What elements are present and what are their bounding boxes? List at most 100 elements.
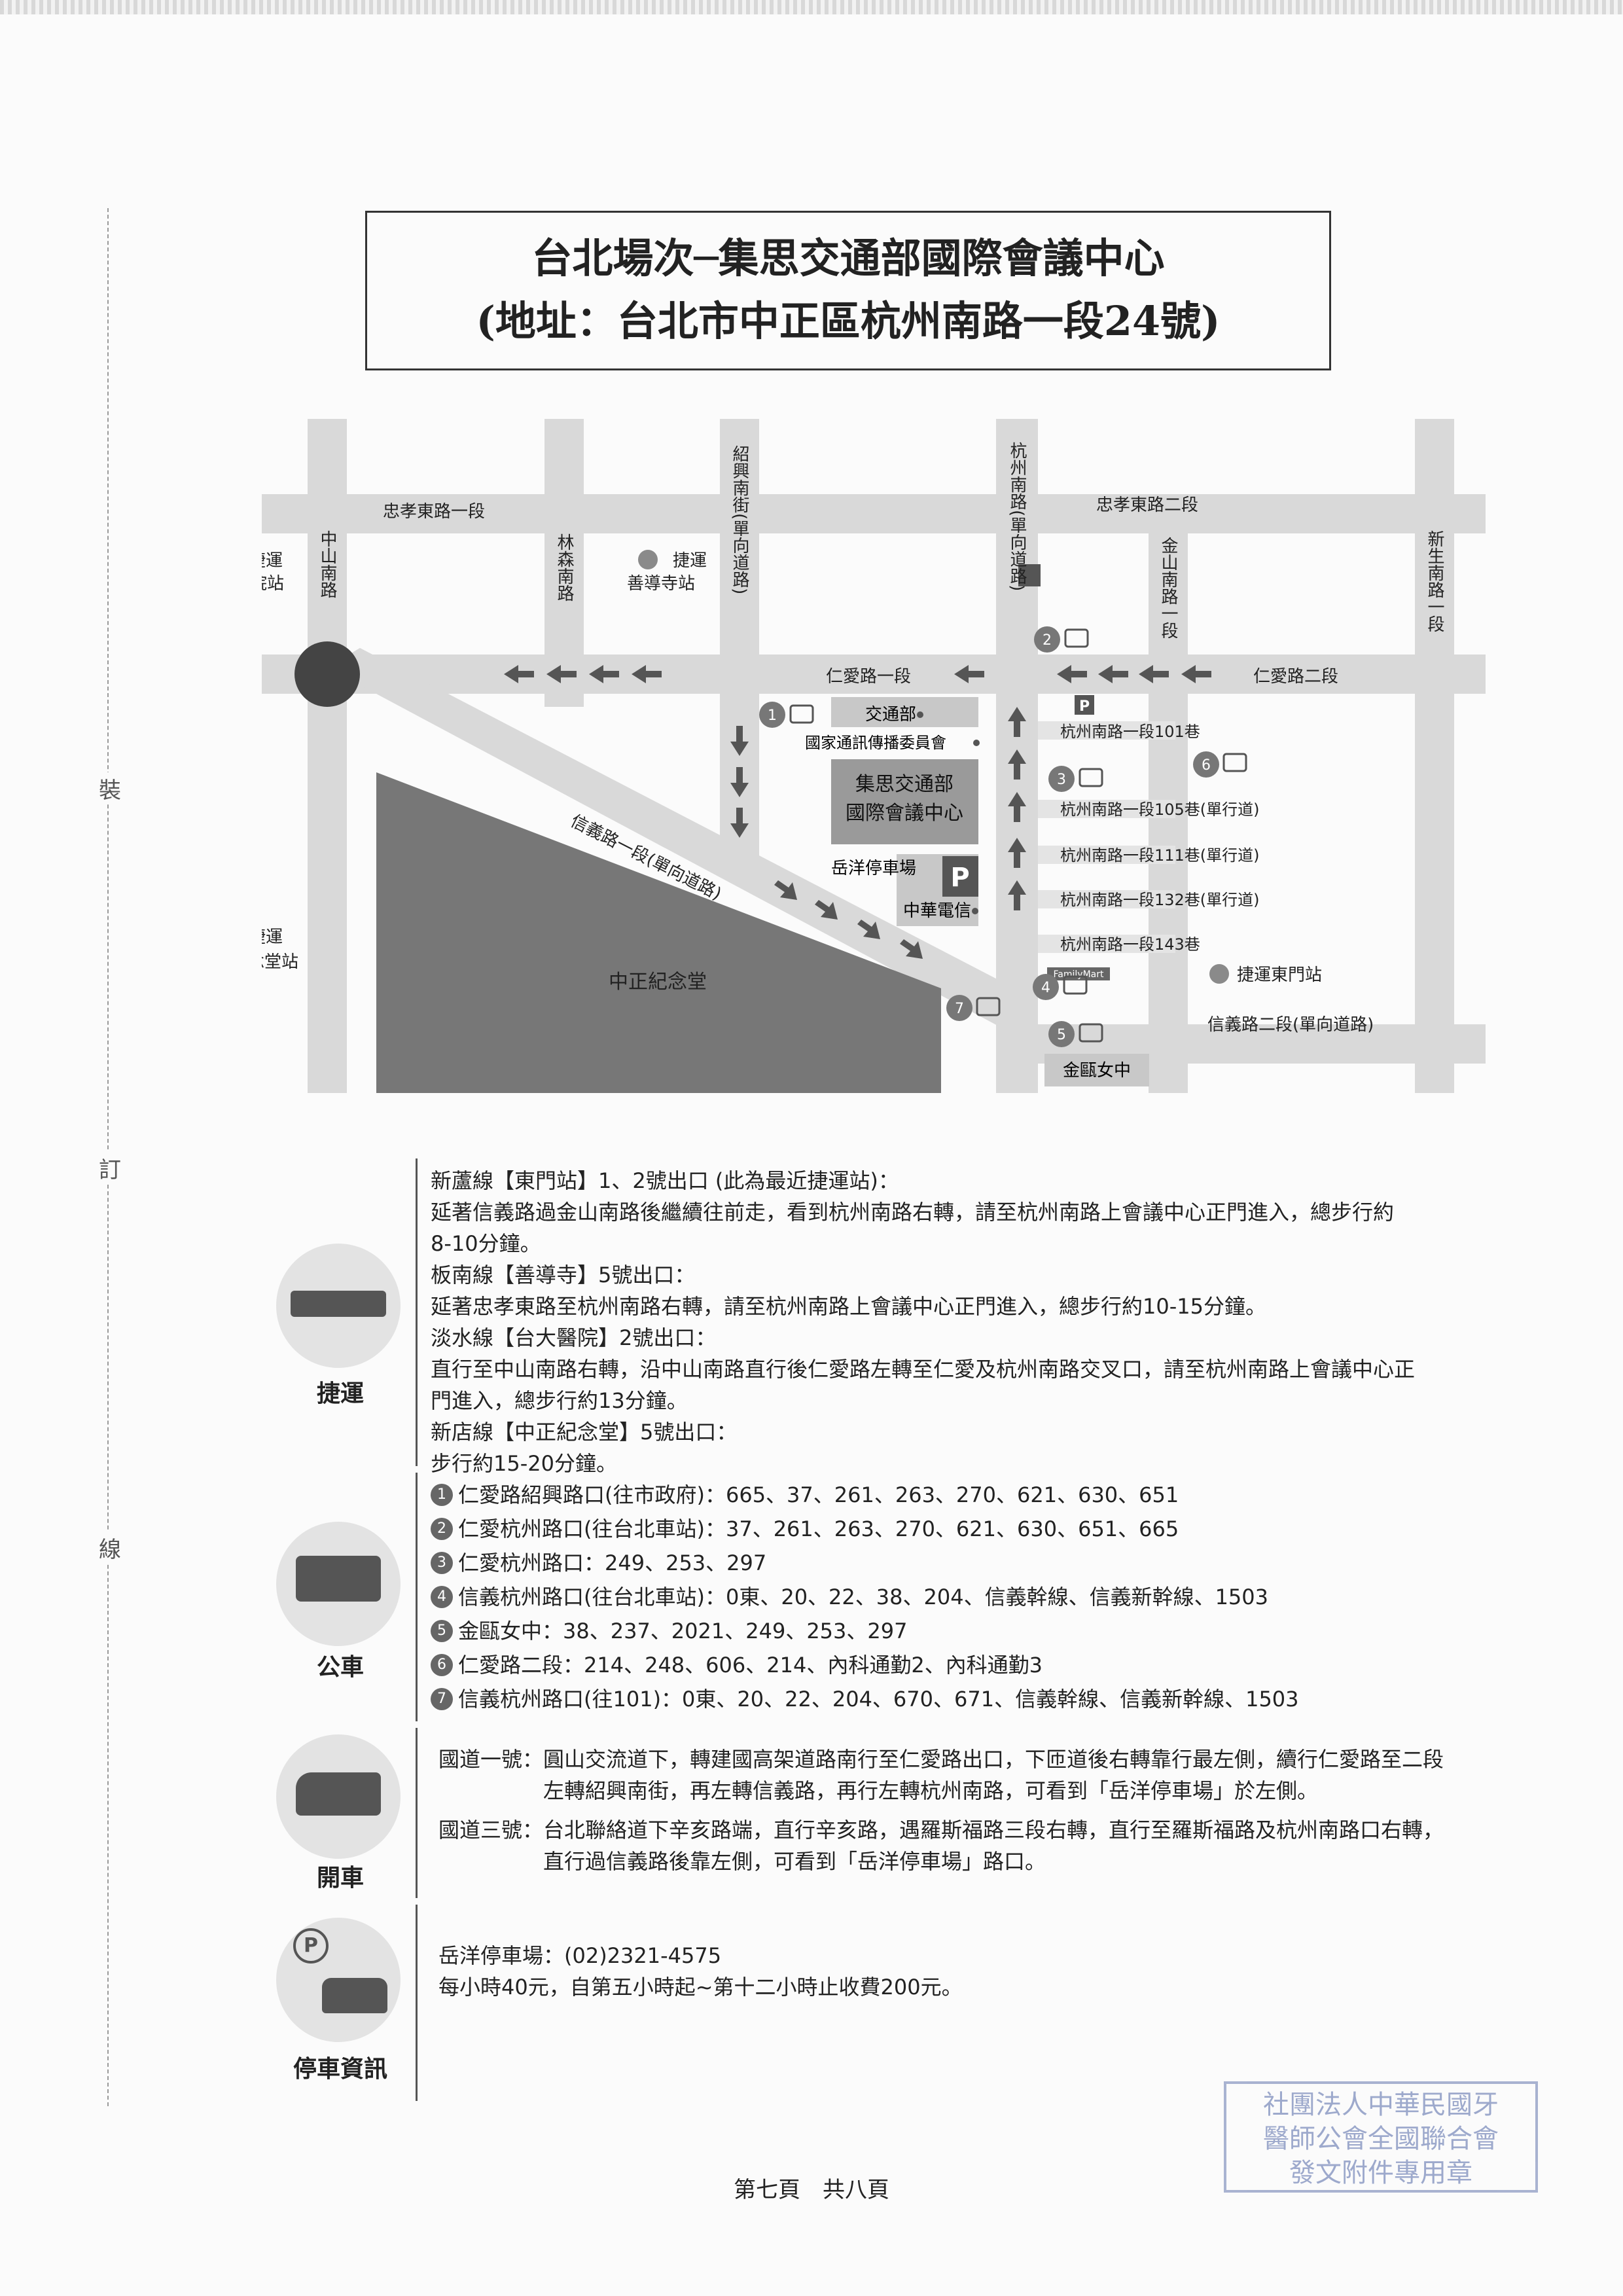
bus-icon [1079,768,1103,787]
bus-stop-marker [946,995,972,1021]
bus-stop-text: 信義杭州路口(往101)：0東、20、22、204、670、671、信義幹線、信… [458,1687,1299,1712]
bus-stop-number: 3 [431,1552,453,1574]
car-shape [322,1978,387,2013]
bus-stop-number: 6 [431,1654,453,1676]
bus-icon [276,1522,401,1646]
label-lane-111: 杭州南路一段111巷(單行道) [1060,846,1260,865]
arrow-diagonal-icon [857,920,880,939]
arrow-up-icon [1008,792,1026,822]
mrt-ckshall-name: 中正紀念堂站 [262,952,298,972]
ncc-dot [973,740,980,746]
bus-stop-text: 仁愛杭州路口(往台北車站)：37、261、263、270、621、630、651… [458,1516,1179,1541]
bus-stop-number: 7 [431,1688,453,1710]
train-shape [291,1291,386,1317]
label-linsen: 林森南路 [554,533,574,601]
parking-sign-letter: P [950,863,969,893]
road-renai [262,655,1486,694]
arrow-left-icon [589,665,619,683]
car-icon [276,1734,401,1859]
label-jinshan: 金山南路一段 [1158,537,1178,639]
bus-shape [296,1556,381,1602]
ncc-label: 國家通訊傳播委員會 [805,734,946,752]
motc-block [831,697,978,727]
arrow-left-icon [1139,665,1169,683]
bus-stop-number: 5 [431,1620,453,1642]
bus-stop-number: 5 [1057,1027,1066,1043]
drive-label: 開車 [316,1865,364,1892]
bus-stop-number: 3 [1057,772,1066,788]
mrt-line: 8-10分鐘。 [431,1231,541,1256]
arrow-diagonal-icon [900,939,923,959]
motc-dot [917,711,923,718]
arrow-diagonal-icon [774,880,797,900]
binding-mark: 訂 [97,1152,123,1184]
section-divider [416,1158,418,1466]
mrt-line: 步行約15-20分鐘。 [431,1451,617,1476]
bus-stop-text: 金甌女中：38、237、2021、249、253、297 [458,1619,908,1643]
binding-mark: 線 [97,1532,123,1564]
arrow-up-icon [1008,707,1026,737]
mrt-line: 淡水線【台大醫院】2號出口： [431,1325,717,1350]
road-shaoxing [720,419,759,877]
mrt-line: 直行至中山南路右轉，沿中山南路直行後仁愛路左轉至仁愛及杭州南路交叉口，請至杭州南… [431,1357,1416,1382]
page-title: 台北場次─集思交通部國際會議中心 [531,234,1165,282]
venue-label-1: 集思交通部 [855,773,954,796]
mrt-ckshall-prefix: 捷運 [262,927,283,947]
drive-line: 左轉紹興南街，再左轉信義路，再行左轉杭州南路，可看到「岳洋停車場」於左側。 [543,1778,1319,1803]
arrow-left-icon [546,665,577,683]
label-hangzhou: 杭州南路(單向道路) [1007,442,1027,591]
bus-stop-marker [1034,626,1060,653]
label-renai-1: 仁愛路一段 [826,667,911,687]
parking-line: 岳洋停車場：(02)2321-4575 [438,1943,722,1968]
road-zhongxiao [262,494,1486,533]
drive-line: 國道一號：圓山交流道下，轉建國高架道路南行至仁愛路出口，下匝道後右轉靠行最左側，… [438,1747,1444,1772]
bus-stop-number: 6 [1202,757,1211,774]
bus-icon [789,704,814,724]
arrow-up-icon [1008,838,1026,868]
bus-stop-text: 仁愛杭州路口：249、253、297 [458,1551,767,1575]
parking-p-letter: P [1079,698,1090,715]
lane-143 [1038,935,1175,953]
cks-memorial-area [376,772,941,1093]
label-zhongxiao-1: 忠孝東路一段 [383,502,485,522]
arrow-left-icon [954,665,984,683]
mrt-train-icon [276,1244,401,1368]
title-box: 台北場次─集思交通部國際會議中心 (地址：台北市中正區杭州南路一段24號) [365,211,1331,370]
bus-icon [1063,975,1088,995]
bus-stop-number: 1 [431,1484,453,1506]
mrt-shandao-prefix: 捷運 [673,551,707,571]
mrt-shandao-icon [638,550,658,569]
bus-icon [1222,753,1247,772]
bus-stop-marker [1048,766,1075,792]
roundabout [294,641,360,707]
scan-edge [0,0,1623,14]
mrt-line: 延著忠孝東路至杭州南路右轉，請至杭州南路上會議中心正門進入，總步行約10-15分… [431,1294,1266,1319]
label-lane-105: 杭州南路一段105巷(單行道) [1060,800,1260,819]
parking-info-icon: P [276,1918,401,2042]
bus-stop-number: 2 [431,1518,453,1540]
bus-stop-marker [1193,751,1219,778]
parking-text-block: 岳洋停車場：(02)2321-4575 每小時40元，自第五小時起~第十二小時止… [438,1940,963,2003]
arrow-up-icon [1008,880,1026,910]
cht-label: 中華電信 [903,901,971,921]
parking-line: 每小時40元，自第五小時起~第十二小時止收費200元。 [438,1975,963,2000]
arrow-left-icon [1098,665,1128,683]
mrt-dongmen-icon [1209,964,1229,984]
road-linsen [544,419,584,707]
venue-address: (地址：台北市中正區杭州南路一段24號) [476,297,1221,345]
arrow-left-icon [1181,665,1211,683]
bus-label: 公車 [316,1654,364,1681]
parking-sign-icon [942,856,978,897]
bus-stop-number: 2 [1043,632,1052,649]
mrt-line: 新店線【中正紀念堂】5號出口： [431,1420,738,1444]
bus-stop-number: 4 [431,1586,453,1608]
arrow-down-icon [730,767,749,797]
parking-p-icon [1075,695,1094,715]
label-lane-132: 杭州南路一段132巷(單行道) [1060,891,1260,909]
